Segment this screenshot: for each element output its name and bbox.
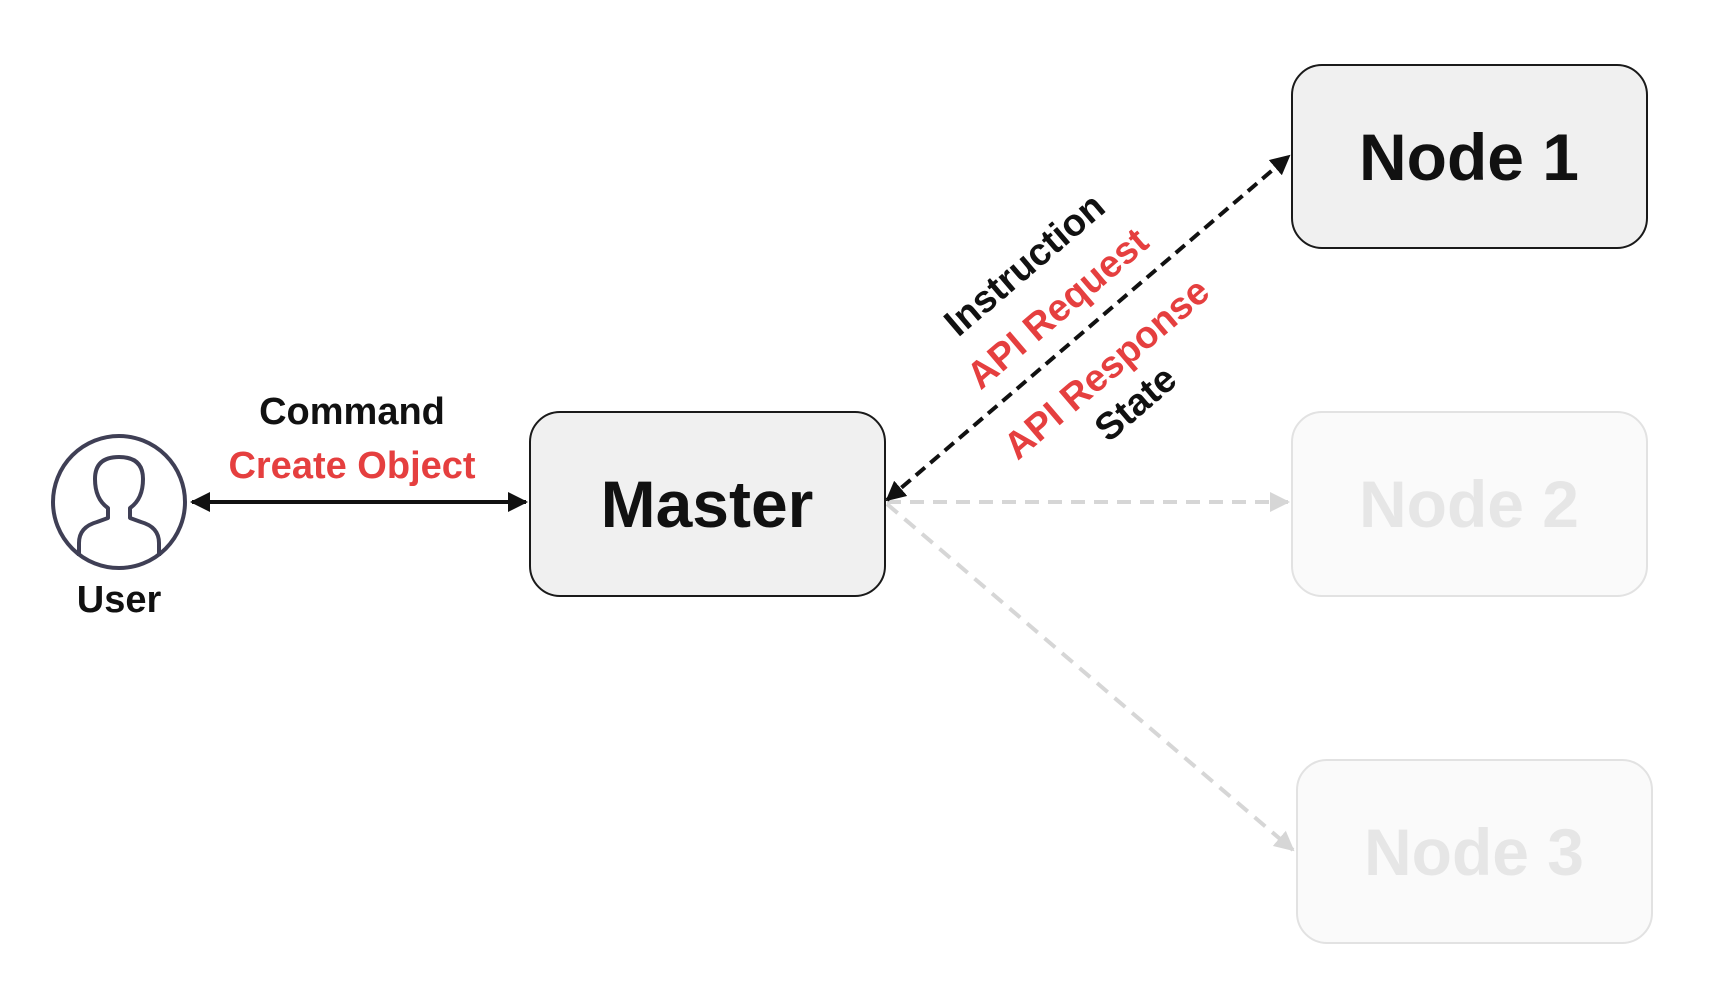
edge-master-node1 — [885, 154, 1291, 502]
node1-node: Node 1 — [1291, 64, 1648, 249]
edge-master-node3 — [885, 502, 1295, 852]
master-node: Master — [529, 411, 886, 597]
node1-label: Node 1 — [1359, 120, 1579, 194]
create-object-label: Create Object — [228, 445, 475, 487]
node2-label: Node 2 — [1359, 467, 1579, 541]
node3-node: Node 3 — [1296, 759, 1653, 944]
user-label: User — [77, 579, 162, 621]
node2-node: Node 2 — [1291, 411, 1648, 597]
command-label: Command — [259, 391, 445, 433]
user-avatar-icon — [51, 434, 187, 570]
master-label: Master — [601, 467, 814, 541]
node3-label: Node 3 — [1364, 815, 1584, 889]
